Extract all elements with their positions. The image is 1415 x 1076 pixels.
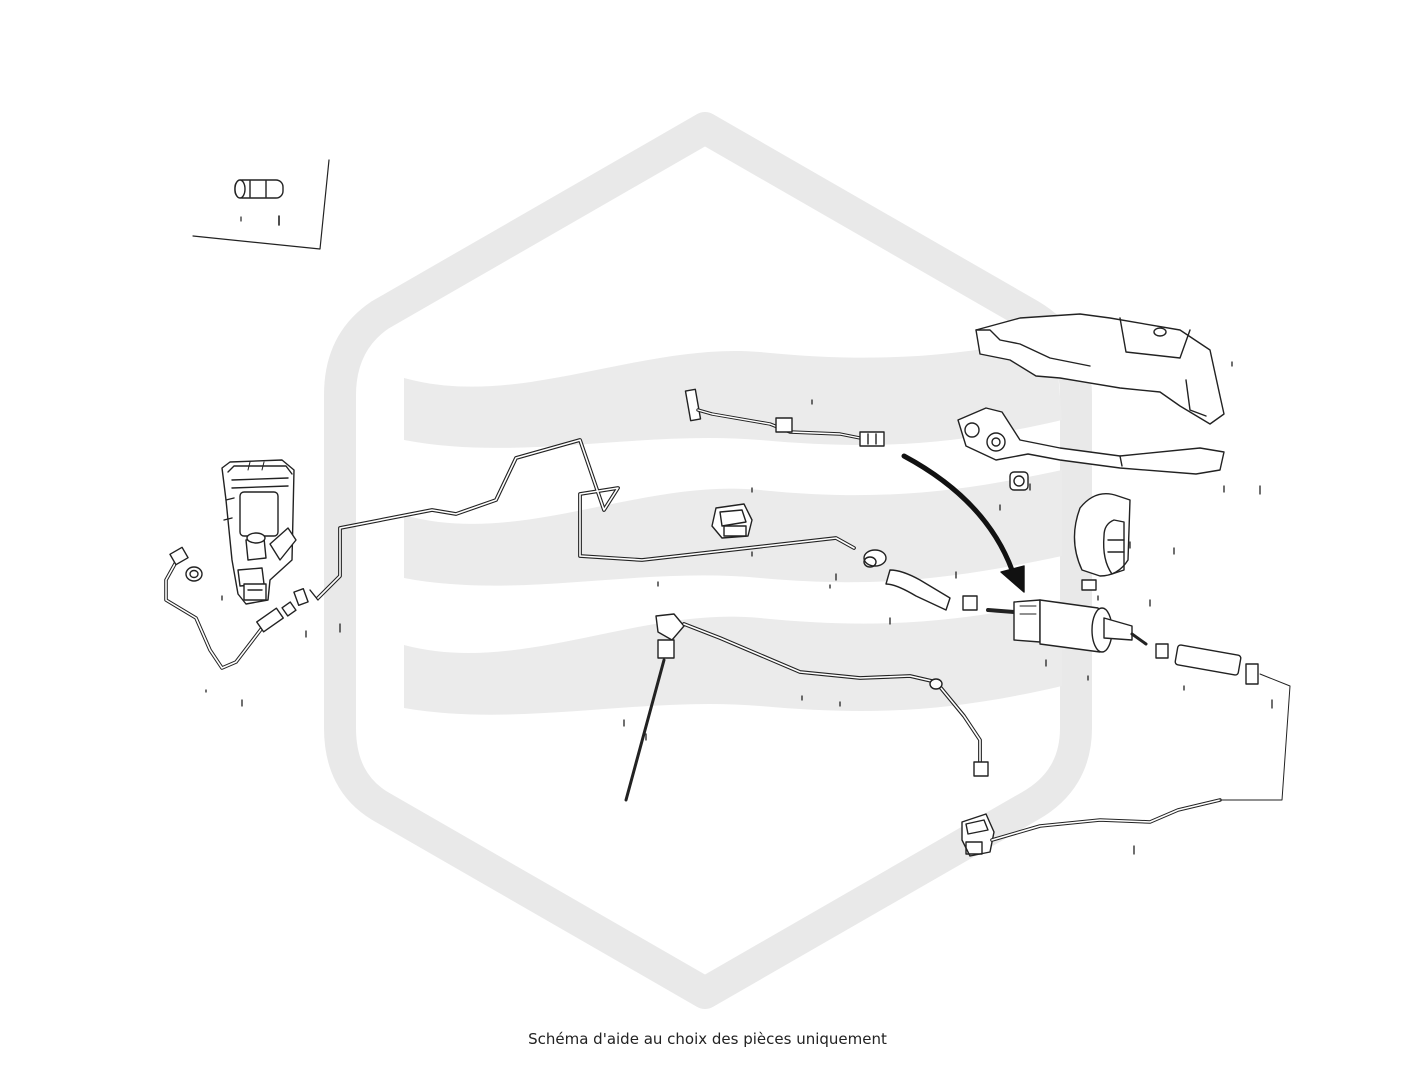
leader-ticks — [205, 361, 1273, 855]
tank-hose — [990, 673, 1291, 842]
pump-heat-shield — [975, 313, 1225, 425]
fuel-pump — [986, 599, 1148, 653]
fuel-pickup-line — [624, 613, 989, 802]
long-fuel-line — [316, 438, 856, 600]
small-connector — [711, 503, 753, 539]
fuel-heater-unit — [221, 459, 297, 605]
pump-mounting-bracket — [957, 407, 1225, 475]
rubber-hose — [885, 569, 1242, 676]
hose-clamp — [863, 471, 1259, 685]
diagram-caption: Schéma d'aide au choix des pièces unique… — [528, 1030, 887, 1048]
wiring-harness — [684, 388, 885, 447]
pipe-connector-icon — [234, 179, 284, 199]
heater-outlet-pipe — [164, 546, 319, 670]
arrow-icon — [901, 453, 1025, 593]
fuel-tank-connector — [961, 813, 995, 857]
pump-clamp-sleeve — [1073, 493, 1131, 577]
pipe-connector-inset — [192, 159, 330, 250]
